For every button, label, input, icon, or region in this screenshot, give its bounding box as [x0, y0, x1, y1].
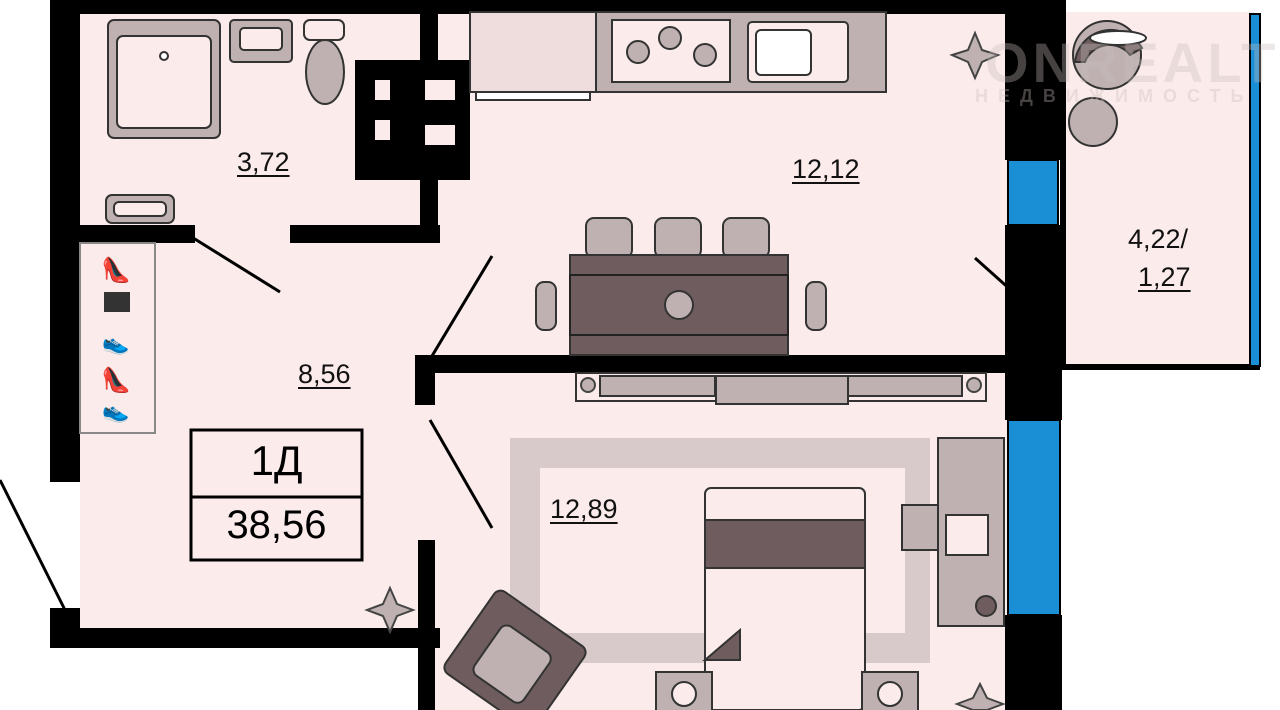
bedroom-area: 12,89: [550, 494, 618, 524]
shoe-rack: 👠 👟 👠 👟: [79, 242, 156, 434]
walls: [50, 0, 1260, 710]
apartment-type: 1Д: [250, 437, 303, 484]
balcony-area-full: 4,22/: [1128, 224, 1189, 254]
plant-icons: [364, 30, 1006, 710]
bedroom-furniture: [443, 372, 1005, 710]
windows: [1007, 13, 1261, 616]
watermark-tagline: НЕДВИЖИМОСТЬ: [975, 86, 1254, 106]
hallway-area: 8,56: [298, 359, 351, 389]
area-box: [189, 428, 364, 562]
watermark-brand: ONREALT: [985, 31, 1280, 94]
bathroom-area: 3,72: [237, 147, 290, 177]
balcony-area-reduced: 1,27: [1138, 262, 1191, 292]
kitchen-area: 12,12: [792, 154, 860, 184]
kitchen-counter: [469, 11, 887, 101]
svg-text:👟: 👟: [102, 398, 129, 424]
door-swings: [0, 234, 1041, 613]
svg-text:👠: 👠: [101, 255, 131, 284]
dining-table: [535, 217, 827, 356]
balcony-furniture: [1068, 20, 1147, 147]
total-area: 38,56: [226, 503, 327, 547]
svg-text:👟: 👟: [102, 330, 129, 356]
svg-text:👠: 👠: [101, 365, 131, 394]
bathroom-fixtures: [105, 19, 345, 224]
